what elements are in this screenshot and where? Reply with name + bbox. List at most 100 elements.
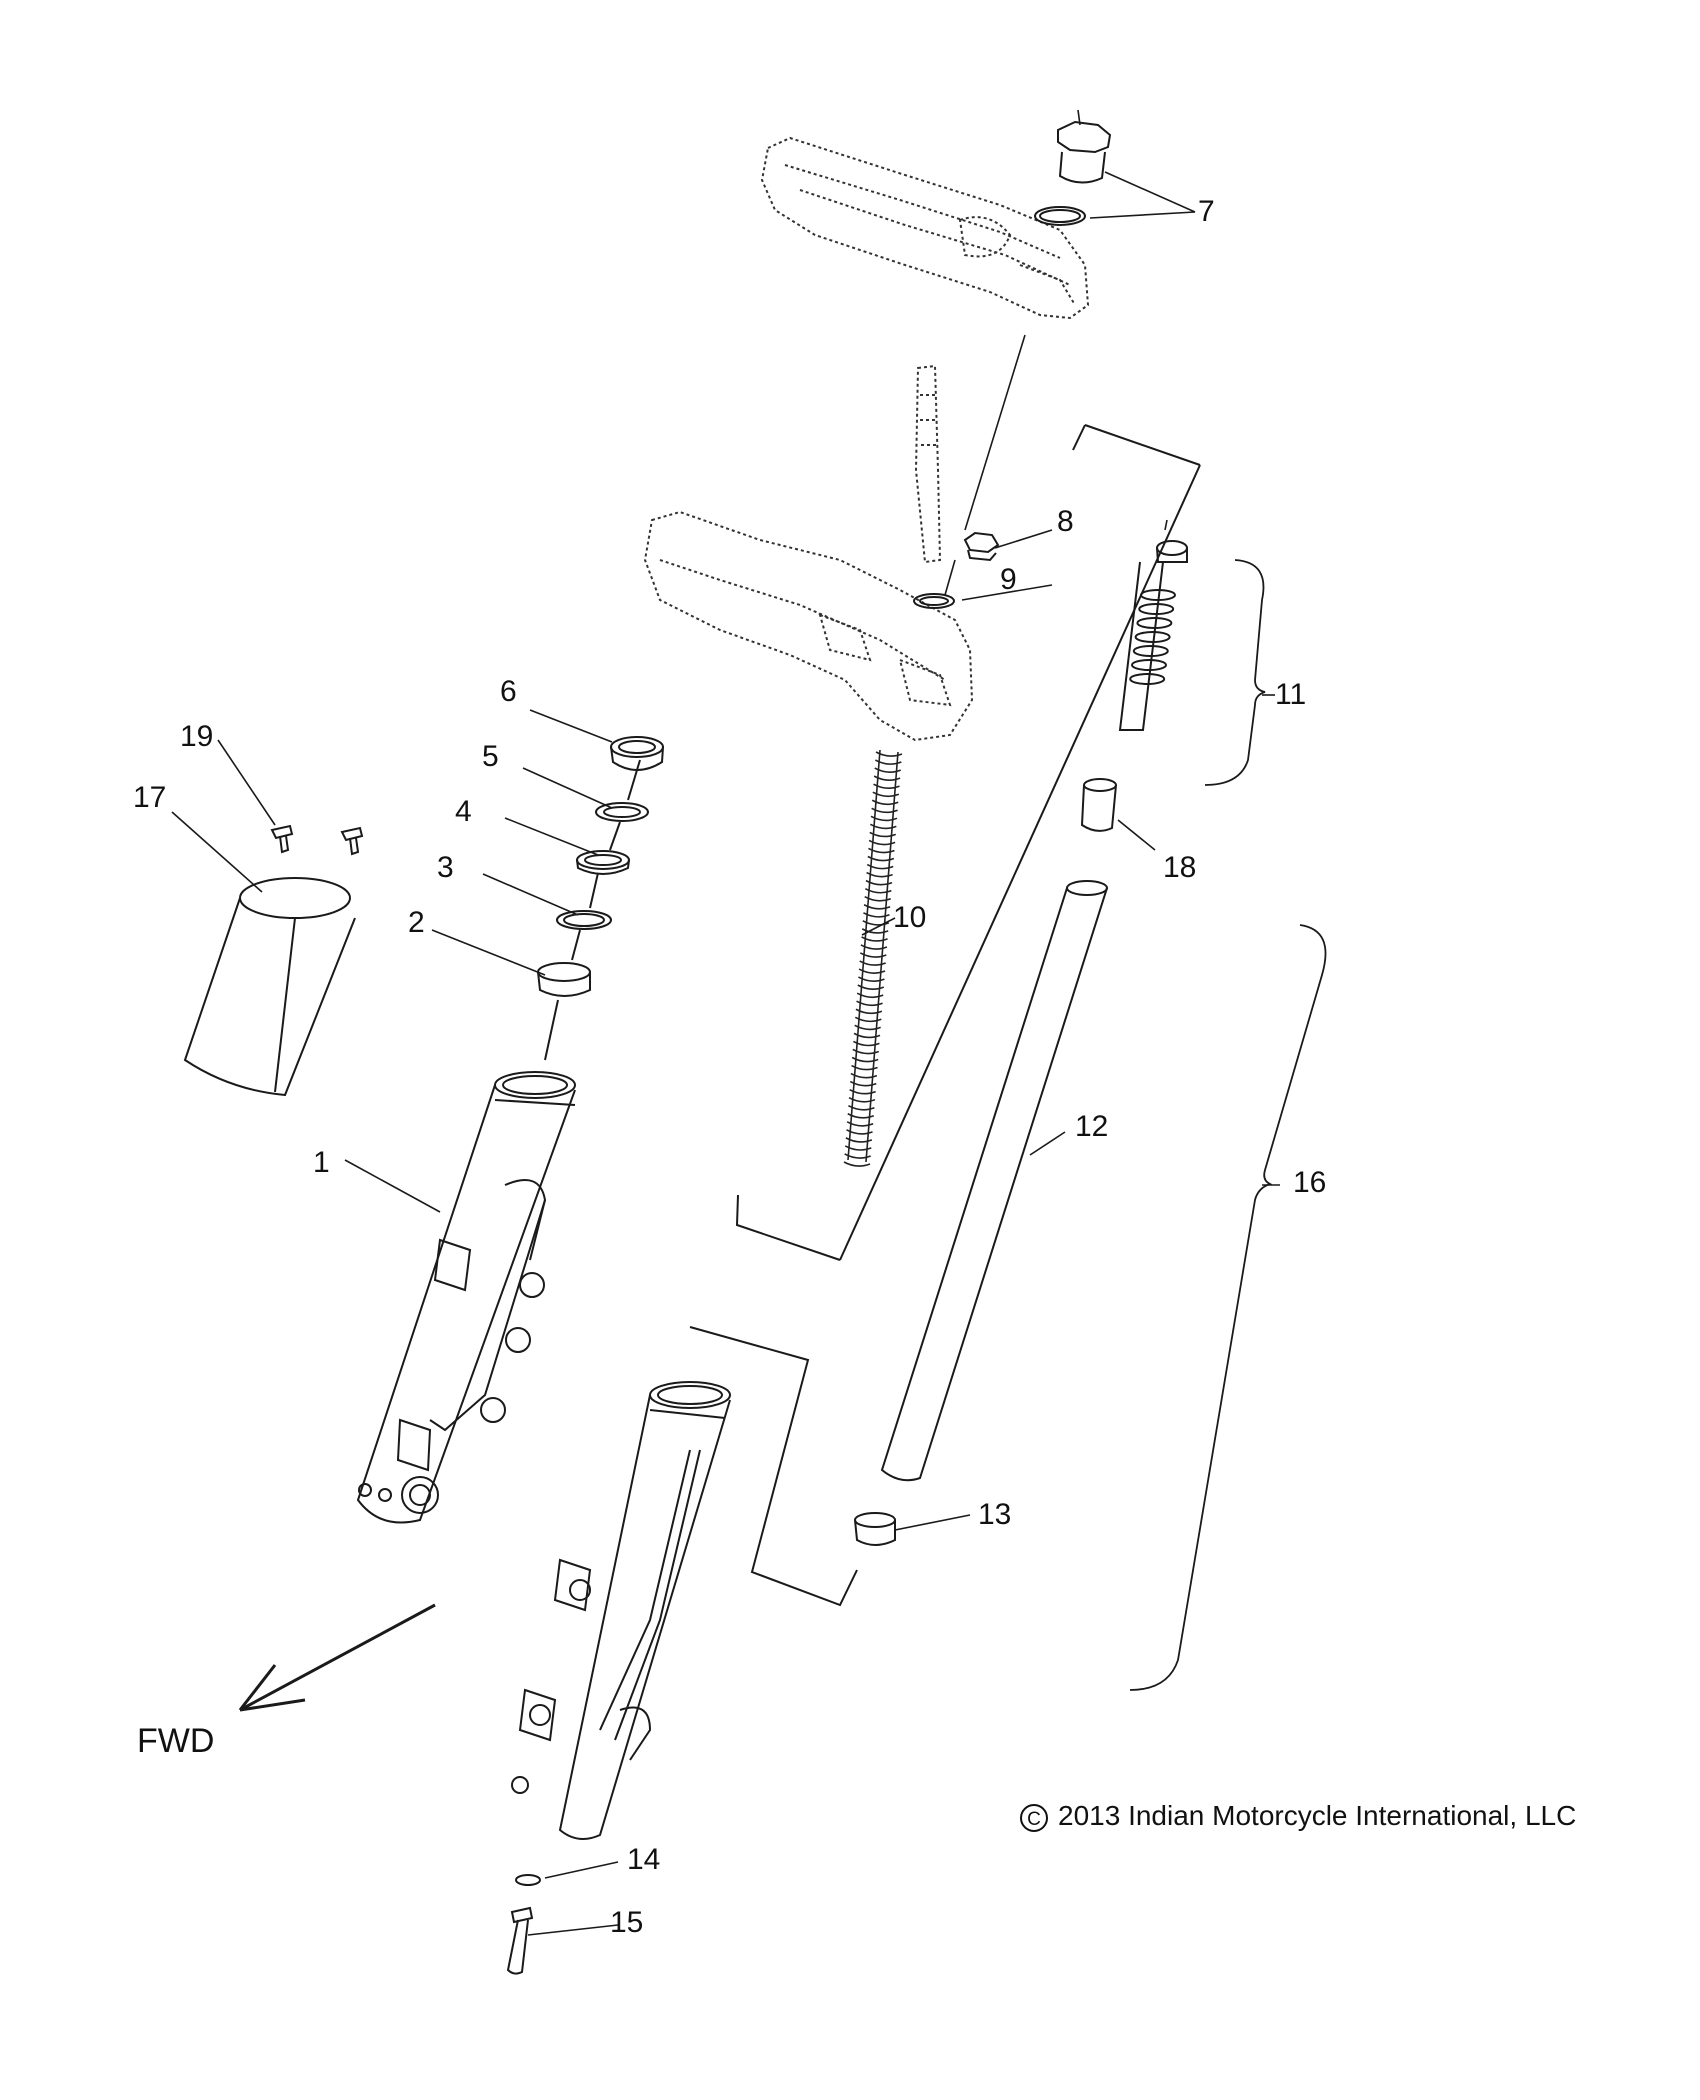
spring-coil [863,912,890,918]
spring-coil [853,1032,881,1039]
spring-coil [858,976,885,982]
callout-18: 18 [1163,851,1197,884]
spring-coil [859,952,887,958]
spring-coil [844,1145,872,1151]
callout-7: 7 [1198,195,1215,228]
spring-coil [870,815,898,822]
copyright-notice: C 2013 Indian Motorcycle International, L… [1020,1800,1576,1832]
spring-coil [846,1129,873,1135]
assembly-bracket-upper [735,424,1201,1261]
damper-cartridge [1118,540,1188,731]
callout-2: 2 [408,906,425,939]
forward-direction-label: FWD [137,1722,215,1760]
copyright-text: 2013 Indian Motorcycle International, LL… [1058,1800,1577,1831]
spring-coil [848,1105,875,1111]
spring-coil [856,992,884,999]
drain-screw-washer [506,1874,541,1975]
spring-coil [858,968,886,974]
spring-coil [849,1088,876,1095]
spring-coil [856,1000,883,1007]
spring-coil [851,1064,878,1071]
upper-triple-clamp [760,136,1090,320]
fork-tube [880,880,1108,1482]
spring-coil [872,791,900,798]
steering-stem-lower-clamp [643,364,974,742]
seal-stack [537,736,664,1061]
spring-coil [866,871,893,878]
fork-slider-right [511,1381,731,1840]
cartridge-ring [1129,673,1166,685]
cartridge-ring [1138,603,1175,615]
spring-coil [846,1121,874,1127]
spring-coil [859,960,886,966]
cartridge-ring [1140,589,1176,601]
spring-coil [861,936,888,942]
spring-coil [854,1016,882,1023]
spring-coil [860,944,888,950]
spring-coil [869,831,897,838]
callout-1: 1 [313,1146,330,1179]
callout-4: 4 [455,795,472,828]
spring-coil [875,751,903,757]
callout-6: 6 [500,675,517,708]
fork-cover [183,877,356,1097]
spring-coil [849,1080,877,1087]
callout-8: 8 [1057,505,1074,538]
assembly-bracket-lower [689,1326,858,1607]
spring-coil [864,895,891,902]
group-braces [1129,559,1327,1691]
spring-coil [873,775,901,781]
slider-bushing [854,1512,896,1546]
spring-coil [871,799,899,806]
cartridge-ring [1132,645,1169,657]
spring-coil [871,807,898,814]
spring-coil [874,767,902,773]
spring-coil [854,1024,881,1031]
callout-13: 13 [978,1498,1012,1531]
callout-17: 17 [133,781,167,814]
spring-coil [843,1161,871,1167]
spring-coil [857,984,885,990]
spring-coil [864,887,892,894]
spring-coil [865,879,893,886]
fork-slider-left [356,1071,576,1524]
spring-coil [862,920,890,926]
callout-16: 16 [1293,1166,1327,1199]
callout-10: 10 [893,901,927,934]
spring-coil [848,1096,876,1103]
spring-coil [861,928,889,934]
copyright-icon: C [1020,1803,1048,1832]
spring-coil [869,823,897,830]
spring-coil [855,1008,883,1015]
leader-lines [171,171,1280,1936]
callout-11: 11 [1275,678,1307,711]
cartridge-ring [1136,617,1173,629]
callout-9: 9 [1000,563,1017,596]
nut-washer [913,531,1000,609]
top-cap [1034,120,1112,226]
spring-coil [863,904,891,910]
callout-12: 12 [1075,1110,1109,1143]
spring-coil [852,1048,880,1055]
spring-coil [847,1113,875,1119]
cartridge-ring [1134,631,1171,643]
spring-coil [874,759,902,765]
spring-coil [866,863,894,870]
spring-coil [853,1040,880,1047]
spring-coil [873,783,900,790]
spring-coil [868,839,896,846]
forward-arrow-icon [238,1603,436,1712]
callout-15: 15 [610,1906,644,1939]
spring-coil [845,1137,873,1143]
bump-stop [1080,778,1117,832]
cover-screws [270,824,364,856]
fork-spring [843,749,903,1167]
cartridge-ring [1131,659,1167,671]
callout-3: 3 [437,851,454,884]
callout-5: 5 [482,740,499,773]
spring-coil [867,855,895,862]
spring-coil [851,1056,879,1063]
spring-coil [850,1072,878,1079]
callout-14: 14 [627,1843,661,1876]
